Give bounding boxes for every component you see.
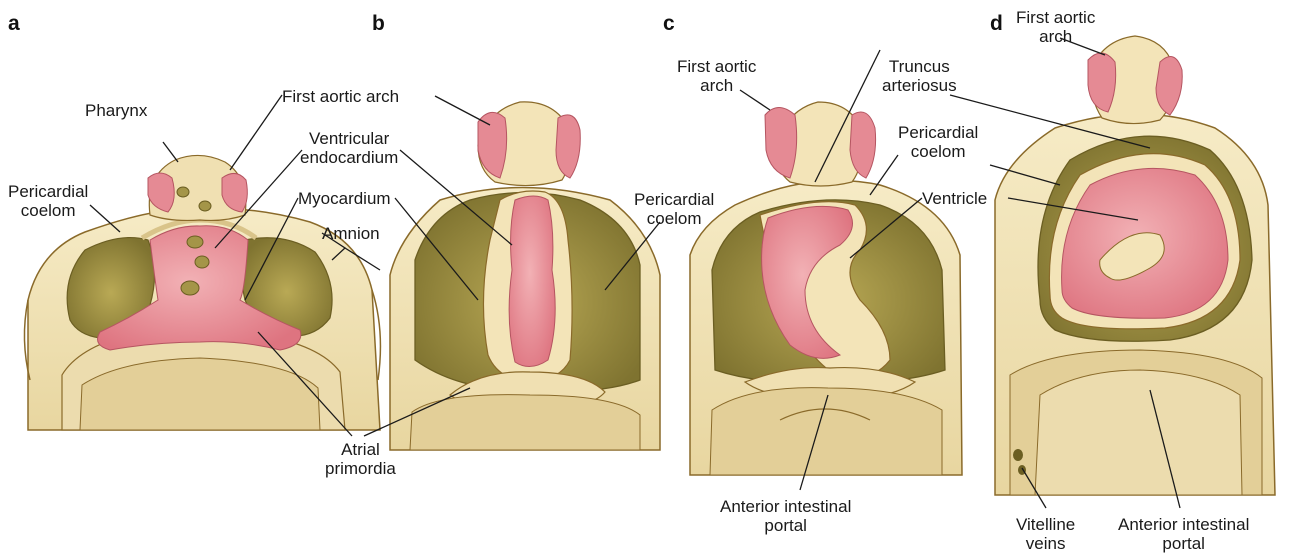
label-first-aortic-arch-a: First aortic arch (282, 87, 399, 106)
label-ventricular-endocardium: Ventricular endocardium (300, 129, 398, 167)
first-aortic-arch-b-right (556, 115, 580, 178)
first-aortic-arch-c-left (765, 108, 797, 179)
panel-b-body (390, 102, 660, 450)
label-first-aortic-arch-c: First aortic arch (677, 57, 756, 95)
label-pericardial-coelom-b: Pericardial coelom (634, 190, 714, 228)
label-truncus-arteriosus: Truncus arteriosus (882, 57, 957, 95)
label-amnion: Amnion (322, 224, 380, 243)
panel-letter-d: d (990, 12, 1003, 36)
first-aortic-arch-d-left (1088, 53, 1116, 112)
label-vitelline-veins: Vitelline veins (1016, 515, 1075, 553)
first-aortic-arch-d-right (1156, 57, 1182, 115)
label-pericardial-coelom-a: Pericardial coelom (8, 182, 88, 220)
label-myocardium: Myocardium (298, 189, 391, 208)
panel-d-body (995, 36, 1275, 495)
label-ventricle: Ventricle (922, 189, 987, 208)
label-pericardial-coelom-c: Pericardial coelom (898, 123, 978, 161)
panel-d (995, 36, 1275, 495)
panel-b (390, 102, 660, 450)
panel-letter-c: c (663, 12, 675, 36)
label-anterior-intestinal-portal-d: Anterior intestinal portal (1118, 515, 1249, 553)
panel-letter-a: a (8, 12, 20, 36)
label-pharynx: Pharynx (85, 101, 147, 120)
panel-letter-b: b (372, 12, 385, 36)
ventricular-endocardium (509, 196, 555, 367)
label-anterior-intestinal-portal-c: Anterior intestinal portal (720, 497, 851, 535)
label-atrial-primordia: Atrial primordia (325, 440, 396, 478)
label-first-aortic-arch-d: First aortic arch (1016, 8, 1095, 46)
